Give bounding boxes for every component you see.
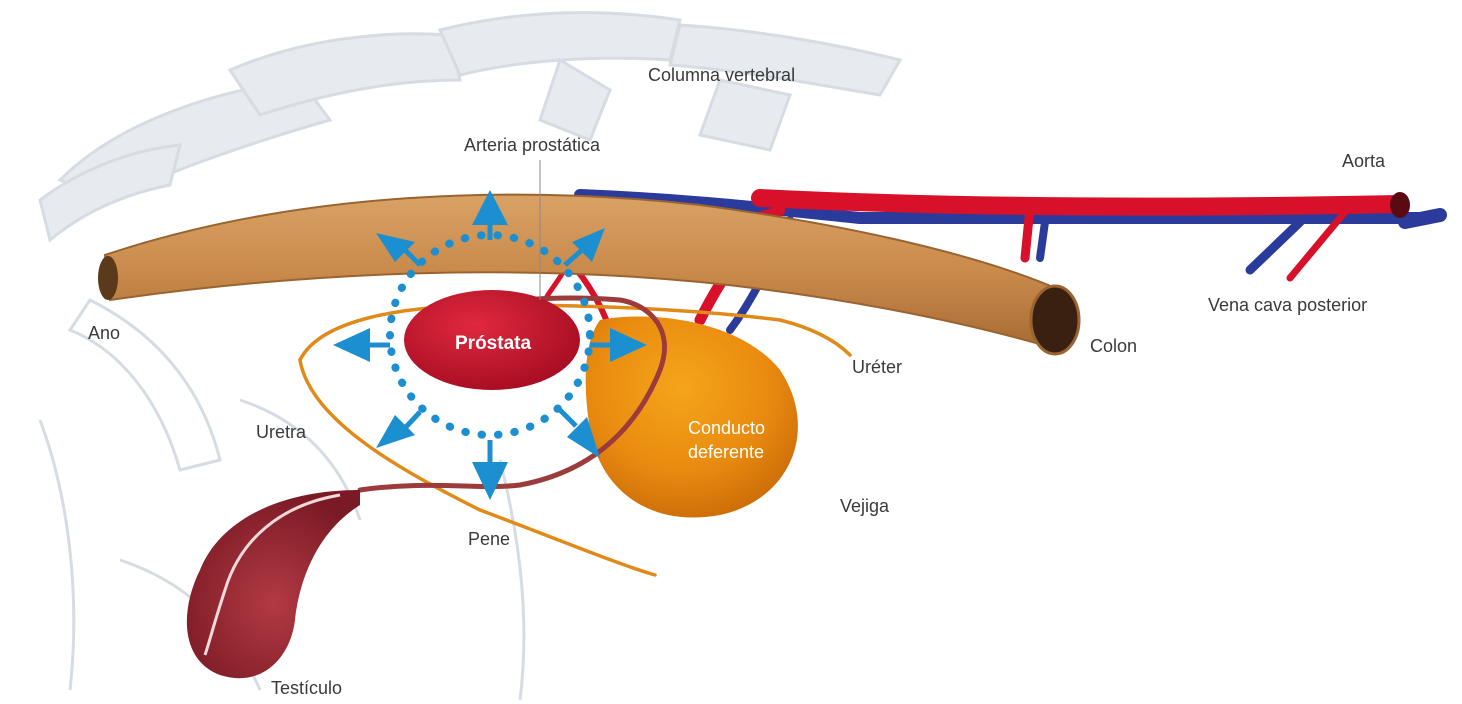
label-vejiga: Vejiga: [840, 497, 889, 515]
label-ano: Ano: [88, 324, 120, 342]
label-conducto-deferente-line2: deferente: [688, 442, 764, 464]
label-testiculo: Testículo: [271, 679, 342, 697]
aorta-opening: [1390, 192, 1410, 218]
vertebra-shape: [540, 60, 610, 140]
label-prostata: Próstata: [455, 334, 531, 353]
label-conducto-deferente-line1: Conducto: [688, 418, 765, 440]
arrow-down-icon: [472, 440, 508, 500]
label-arteria-prostatica: Arteria prostática: [464, 136, 600, 154]
label-columna-vertebral: Columna vertebral: [648, 66, 795, 84]
label-pene: Pene: [468, 530, 510, 548]
label-aorta: Aorta: [1342, 152, 1385, 170]
vertebra-shape: [700, 80, 790, 150]
vertebra-shape: [230, 34, 460, 115]
pelvis-shape: [40, 420, 74, 690]
colon-opening: [1031, 286, 1079, 354]
label-vena-cava-posterior: Vena cava posterior: [1208, 296, 1367, 314]
label-ureter: Uréter: [852, 358, 902, 376]
anus-opening: [98, 256, 118, 300]
testicle: [187, 490, 360, 678]
label-uretra: Uretra: [256, 423, 306, 441]
label-colon: Colon: [1090, 337, 1137, 355]
pelvis-shape: [500, 460, 524, 700]
arrow-left-icon: [333, 328, 390, 362]
arrow-down-left-icon: [376, 412, 420, 448]
